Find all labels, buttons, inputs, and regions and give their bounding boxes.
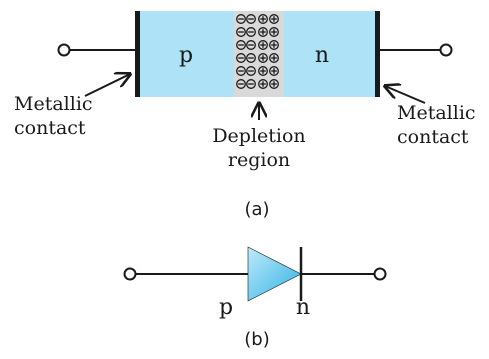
negative-ion-icon <box>246 53 256 63</box>
positive-ion-icon <box>258 40 268 50</box>
left-contact-arrow <box>84 74 130 97</box>
negative-ion-icon <box>236 14 246 24</box>
right-contact-arrow <box>385 86 426 104</box>
right-contact-label-line2: contact <box>397 126 469 148</box>
depletion-ions <box>236 14 279 89</box>
diode-p-label: p <box>219 295 233 320</box>
negative-ion-icon <box>236 53 246 63</box>
caption-b: (b) <box>244 329 269 350</box>
left-terminal <box>57 43 71 57</box>
diode-n-label: n <box>296 295 310 320</box>
positive-ion-icon <box>258 66 268 76</box>
left-contact-label-line1: Metallic <box>14 93 93 115</box>
diode-anode-triangle <box>247 246 302 302</box>
p-region <box>138 11 234 97</box>
n-label: n <box>315 43 329 68</box>
negative-ion-icon <box>246 66 256 76</box>
negative-ion-icon <box>236 40 246 50</box>
right-terminal <box>439 43 453 57</box>
positive-ion-icon <box>269 14 279 24</box>
negative-ion-icon <box>236 27 246 37</box>
positive-ion-icon <box>258 53 268 63</box>
positive-ion-icon <box>269 66 279 76</box>
right-metallic-contact <box>375 11 380 97</box>
diode-left-terminal <box>123 267 137 281</box>
negative-ion-icon <box>236 79 246 89</box>
negative-ion-icon <box>246 27 256 37</box>
positive-ion-icon <box>269 79 279 89</box>
figure-b: p n (b) <box>123 246 387 350</box>
diode-right-terminal <box>373 267 387 281</box>
positive-ion-icon <box>258 27 268 37</box>
positive-ion-icon <box>258 79 268 89</box>
negative-ion-icon <box>236 66 246 76</box>
figure-a: p n Metallic contact Metallic contact De… <box>14 11 476 220</box>
p-label: p <box>179 43 193 68</box>
negative-ion-icon <box>246 40 256 50</box>
positive-ion-icon <box>258 14 268 24</box>
positive-ion-icon <box>269 53 279 63</box>
left-contact-label-line2: contact <box>14 117 86 139</box>
negative-ion-icon <box>246 14 256 24</box>
depletion-label-line2: region <box>228 149 290 171</box>
negative-ion-icon <box>246 79 256 89</box>
n-region <box>284 11 377 97</box>
positive-ion-icon <box>269 40 279 50</box>
depletion-label-line1: Depletion <box>212 125 305 147</box>
positive-ion-icon <box>269 27 279 37</box>
caption-a: (a) <box>244 199 269 220</box>
right-contact-label-line1: Metallic <box>397 102 476 124</box>
left-metallic-contact <box>135 11 140 97</box>
